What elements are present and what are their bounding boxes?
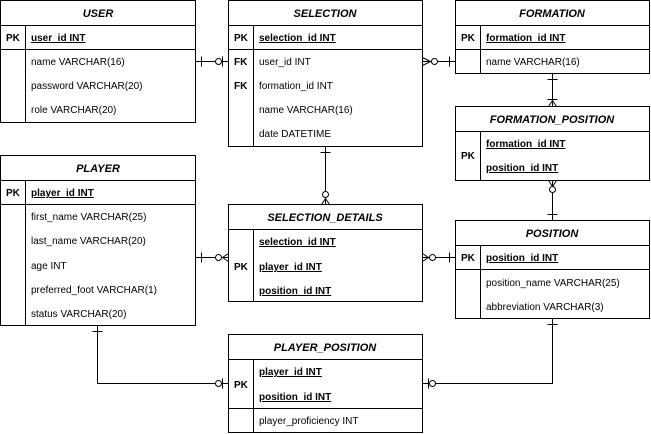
- entity-title: SELECTION: [294, 8, 358, 20]
- entity-player[interactable]: PLAYER PK player_id INT first_name VARCH…: [0, 155, 196, 326]
- field: name VARCHAR(16): [486, 57, 580, 68]
- pk-label: PK: [234, 33, 249, 44]
- field: date DATETIME: [259, 129, 331, 140]
- field: abbreviation VARCHAR(3): [486, 302, 604, 313]
- entity-selection-details[interactable]: SELECTION_DETAILS PK selection_id INT pl…: [228, 204, 423, 302]
- pk-label: PK: [461, 151, 476, 162]
- entity-formation-position[interactable]: FORMATION_POSITION PK formation_id INT p…: [455, 106, 650, 181]
- relationship-user-selection: [195, 56, 229, 67]
- entity-formation[interactable]: FORMATION PK formation_id INT name VARCH…: [455, 0, 650, 74]
- field: preferred_foot VARCHAR(1): [31, 285, 157, 296]
- relationship-selection-selection-details: [320, 146, 331, 205]
- entity-position[interactable]: POSITION PK position_id INT position_nam…: [455, 220, 650, 319]
- relationship-player-player-position: [92, 325, 229, 389]
- relationship-player-selection-details: [195, 252, 229, 263]
- entity-player-position[interactable]: PLAYER_POSITION PK player_id INT positio…: [228, 334, 423, 433]
- field: role VARCHAR(20): [31, 105, 116, 116]
- field: name VARCHAR(16): [31, 57, 125, 68]
- pk-field: player_id INT: [31, 188, 94, 199]
- pk-field: position_id INT: [259, 286, 331, 297]
- entity-title: SELECTION_DETAILS: [267, 212, 383, 224]
- pk-field: player_id INT: [259, 367, 322, 378]
- pk-label: PK: [234, 262, 249, 273]
- entity-title: PLAYER_POSITION: [274, 342, 378, 354]
- pk-field: player_id INT: [259, 262, 322, 273]
- field: last_name VARCHAR(20): [31, 236, 146, 247]
- pk-label: PK: [461, 253, 476, 264]
- relationship-selection-formation: [422, 56, 456, 67]
- field: status VARCHAR(20): [31, 309, 126, 320]
- pk-field: formation_id INT: [486, 33, 565, 44]
- relationship-formation-formation-position: [547, 73, 558, 107]
- field: formation_id INT: [259, 81, 333, 92]
- field: user_id INT: [259, 57, 311, 68]
- field: name VARCHAR(16): [259, 105, 353, 116]
- field: password VARCHAR(20): [31, 81, 143, 92]
- field: position_name VARCHAR(25): [486, 278, 620, 289]
- entity-title: POSITION: [526, 228, 580, 240]
- entity-title: FORMATION_POSITION: [490, 114, 616, 126]
- field: first_name VARCHAR(25): [31, 212, 146, 223]
- pk-field: selection_id INT: [259, 237, 336, 248]
- field: player_proficiency INT: [259, 416, 358, 427]
- pk-label: PK: [6, 33, 21, 44]
- pk-label: PK: [234, 380, 249, 391]
- entity-user[interactable]: USER PK user_id INT name VARCHAR(16) pas…: [0, 0, 196, 123]
- pk-label: PK: [461, 33, 476, 44]
- entity-title: FORMATION: [519, 8, 586, 20]
- relationship-formation-position-position: [547, 180, 558, 221]
- pk-field: formation_id INT: [486, 139, 565, 150]
- pk-field: selection_id INT: [259, 33, 336, 44]
- relationship-position-selection-details: [422, 252, 456, 263]
- pk-field: position_id INT: [259, 392, 331, 403]
- entity-title: PLAYER: [76, 163, 120, 175]
- fk-label: FK: [234, 81, 248, 92]
- pk-field: position_id INT: [486, 253, 558, 264]
- entity-selection[interactable]: SELECTION PK selection_id INT FK FK user…: [228, 0, 423, 147]
- fk-label: FK: [234, 57, 248, 68]
- relationship-position-player-position: [422, 318, 558, 389]
- pk-label: PK: [6, 188, 21, 199]
- field: age INT: [31, 261, 67, 272]
- pk-field: position_id INT: [486, 163, 558, 174]
- pk-field: user_id INT: [31, 33, 85, 44]
- entity-title: USER: [83, 8, 114, 20]
